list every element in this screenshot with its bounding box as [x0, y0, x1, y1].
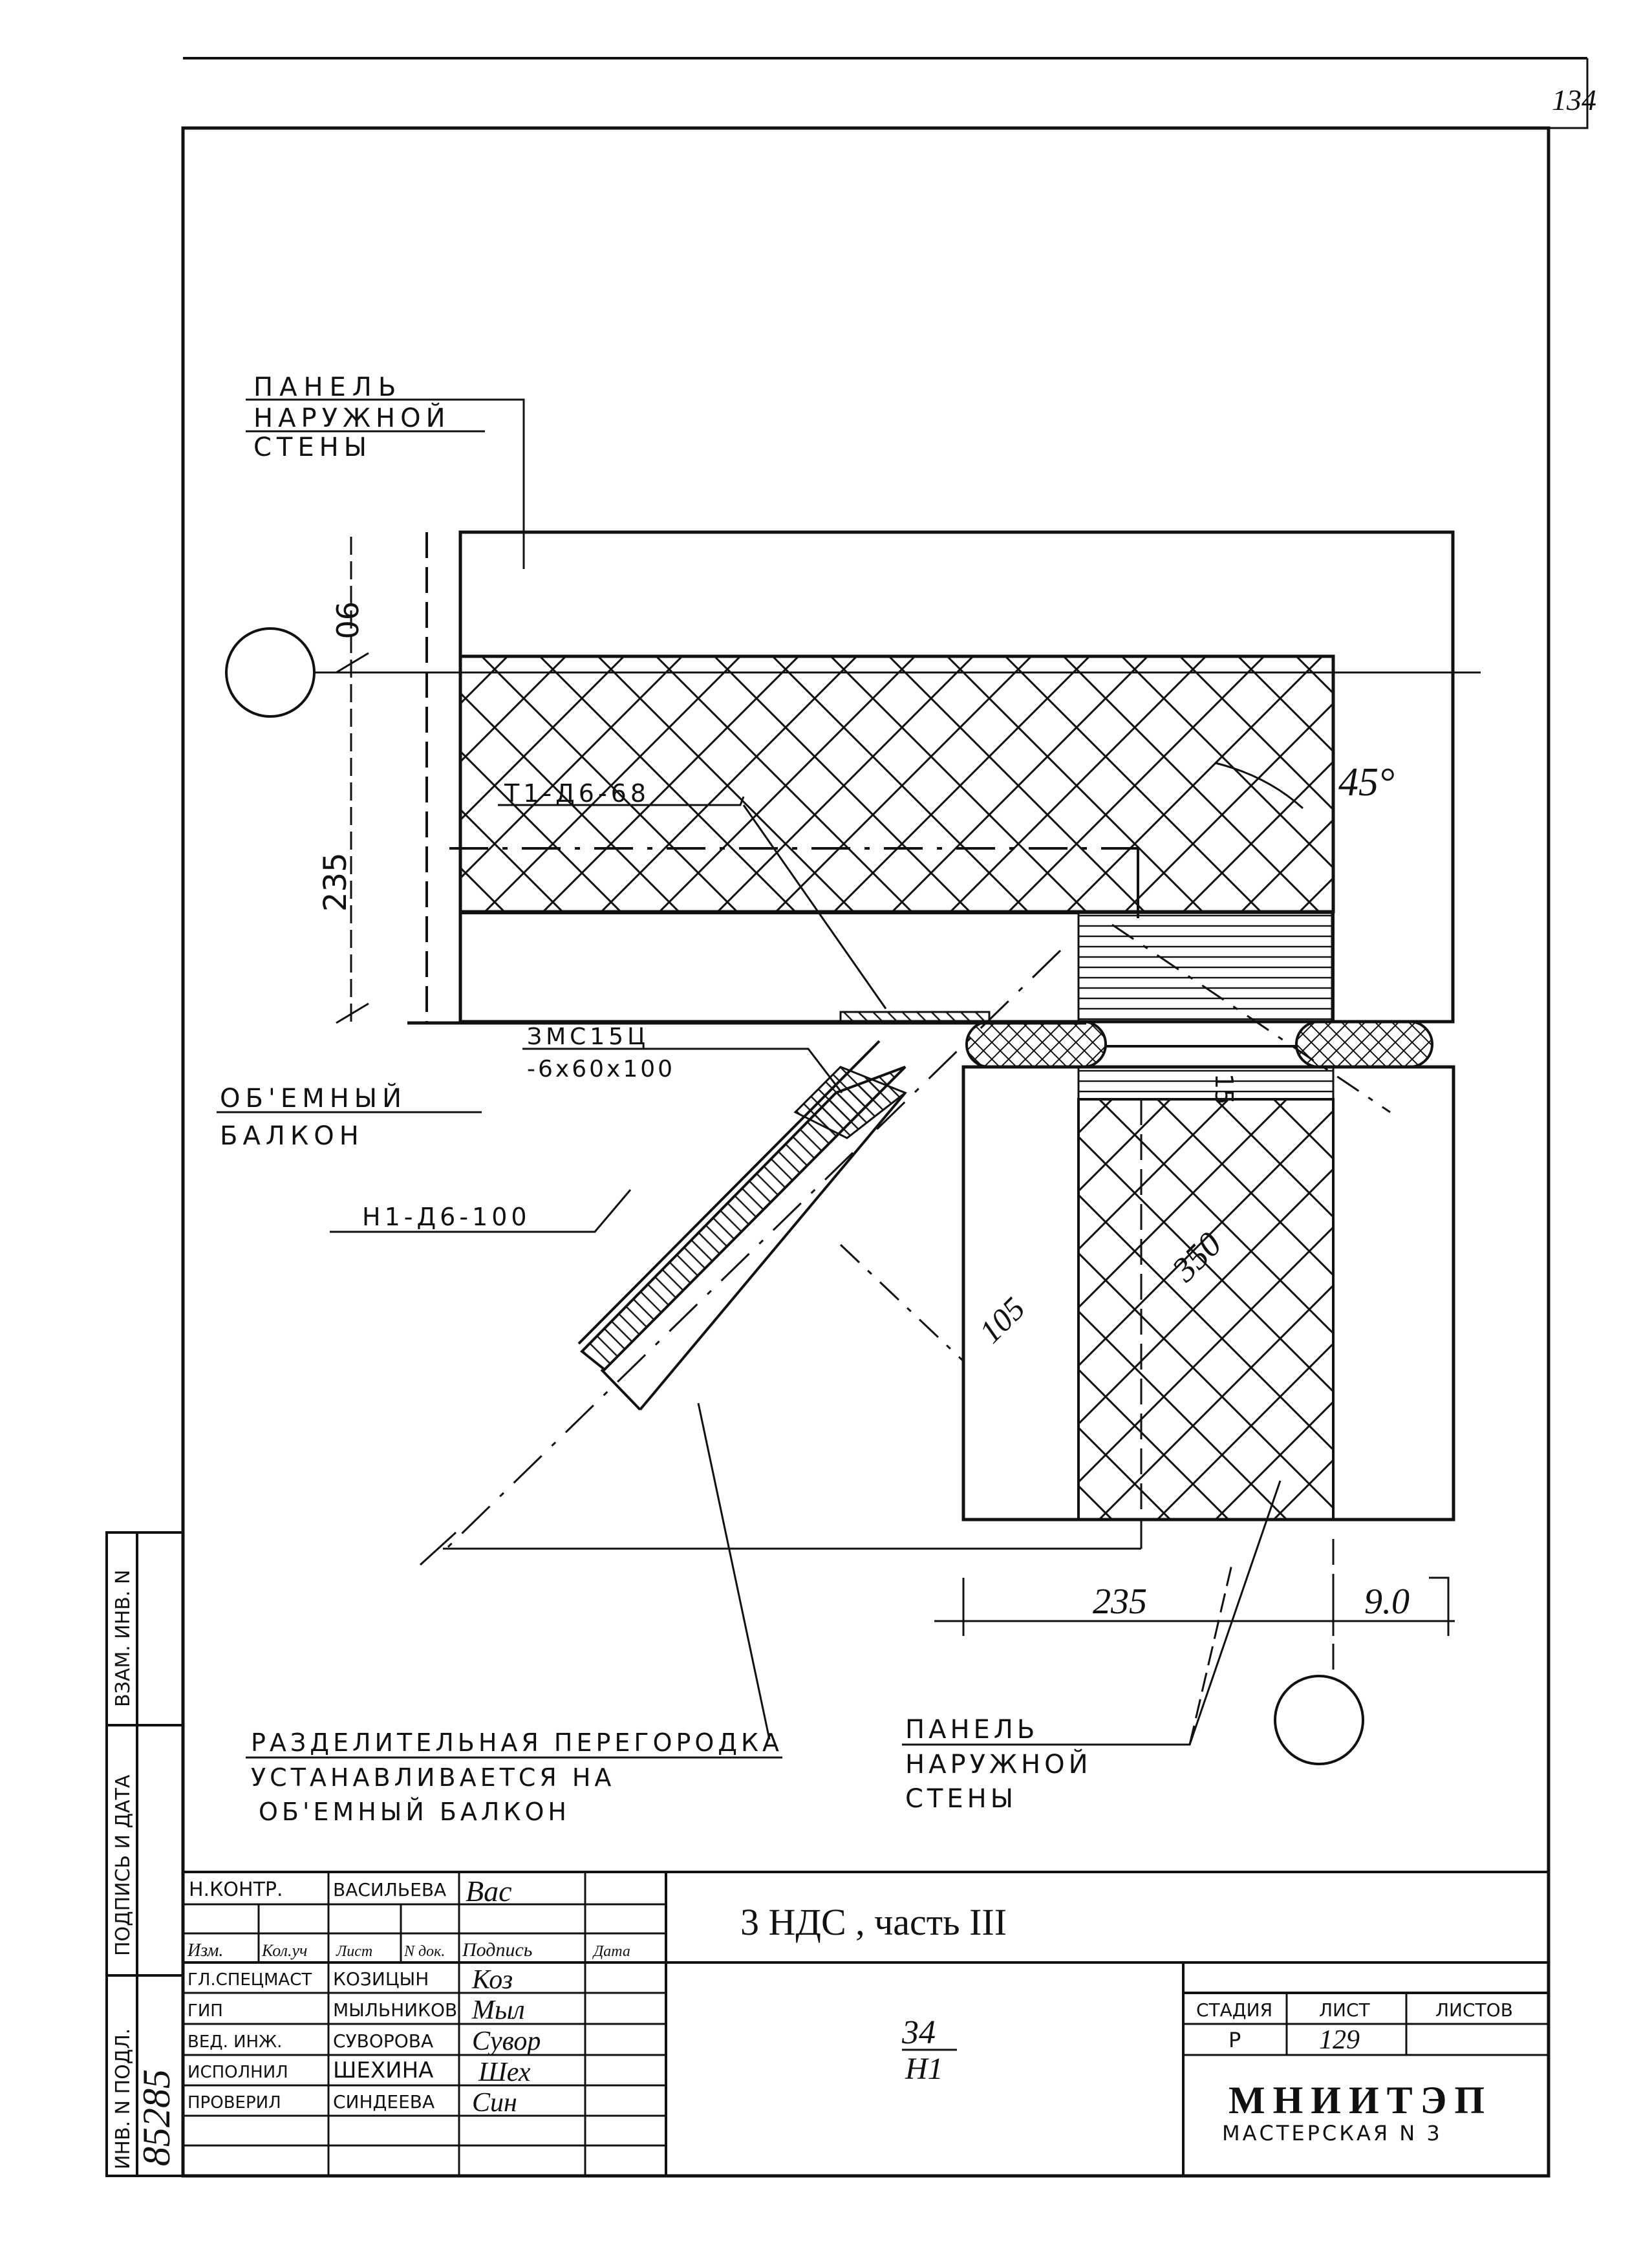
side-stamp-vzam: ВЗАМ. ИНВ. N — [112, 1570, 134, 1707]
dim-left-235: 235 — [317, 852, 354, 912]
signature-table: Н.КОНТР. ВАСИЛЬЕВА Вас Изм. Кол.уч Лист … — [187, 1875, 630, 2118]
sheet-label: ЛИСТ — [1319, 1999, 1371, 2021]
label-panel-top-3: СТЕНЫ — [253, 433, 372, 462]
label-panel-bottom-1: ПАНЕЛЬ — [905, 1715, 1038, 1745]
sig-mark-3: Сувор — [472, 2027, 541, 2056]
label-panel-bottom-3: СТЕНЫ — [905, 1784, 1017, 1814]
org-name: МНИИТЭП — [1228, 2079, 1492, 2122]
label-rebar-h1: Н1-Д6-100 — [362, 1203, 531, 1231]
sig-role-4: ИСПОЛНИЛ — [188, 2063, 288, 2082]
label-plate-2: -6х60х100 — [527, 1056, 675, 1082]
side-stamp-value: 85285 — [135, 2069, 178, 2166]
sheet-value: 129 — [1319, 2025, 1360, 2055]
label-panel-top-2: НАРУЖНОЙ — [253, 402, 451, 433]
label-plate-1: ЗМС15Ц — [527, 1024, 649, 1050]
sig-name-5: СИНДЕЕВА — [333, 2091, 434, 2113]
seal-left — [965, 1020, 1107, 1068]
upper-joint-block — [1077, 912, 1333, 1023]
title-block — [182, 1871, 1550, 2177]
org-sub: МАСТЕРСКАЯ N 3 — [1222, 2121, 1443, 2145]
label-partition-1: РАЗДЕЛИТЕЛЬНАЯ ПЕРЕГОРОДКА — [251, 1728, 783, 1757]
axis-marker-top — [225, 627, 316, 718]
partition-assembly — [580, 1066, 906, 1371]
sig-mark-4: Шех — [478, 2058, 531, 2087]
label-panel-top-1: ПАНЕЛЬ — [253, 372, 402, 402]
sig-name-3: СУВОРОВА — [333, 2030, 433, 2052]
col-izm: Изм. — [187, 1941, 223, 1961]
stage-value: Р — [1228, 2028, 1241, 2052]
label-balcony-1: ОБ'ЕМНЫЙ — [220, 1082, 407, 1113]
dim-105: 105 — [972, 1290, 1032, 1350]
sheet-code-bottom: Н1 — [905, 2052, 943, 2086]
dim-15: 15 — [1210, 1073, 1238, 1104]
sig-role-5: ПРОВЕРИЛ — [188, 2093, 281, 2113]
side-stamp-signature-date: ПОДПИСЬ И ДАТА — [112, 1774, 134, 1956]
project-title: 3 НДС , часть III — [740, 1901, 1007, 1943]
sig-name-1: КОЗИЦЫН — [333, 1968, 429, 1990]
lower-insulation — [1077, 1098, 1335, 1521]
col-ndok: N док. — [403, 1943, 445, 1960]
dim-bottom-235: 235 — [1093, 1582, 1147, 1622]
upper-insulation — [458, 654, 1335, 914]
sig-mark-2: Мыл — [471, 1995, 525, 2025]
sig-name-4: ШЕХИНА — [333, 2058, 433, 2083]
dim-top-90: 90 — [329, 601, 364, 640]
embedded-plate — [839, 1011, 991, 1023]
label-partition-3: ОБ'ЕМНЫЙ БАЛКОН — [259, 1798, 570, 1826]
dim-angle-45: 45° — [1338, 760, 1395, 804]
sig-name-0: ВАСИЛЬЕВА — [333, 1879, 446, 1900]
section-drawing — [217, 398, 1481, 1765]
sig-mark-0: Вас — [466, 1875, 512, 1908]
sig-mark-1: Коз — [471, 1965, 513, 1995]
col-data: Дата — [592, 1943, 630, 1960]
col-koluch: Кол.уч — [261, 1941, 307, 1960]
sig-name-2: МЫЛЬНИКОВ — [333, 1999, 457, 2021]
sheets-label: ЛИСТОВ — [1435, 1999, 1513, 2021]
dim-bottom-90: 9.0 — [1364, 1582, 1410, 1622]
sig-role-0: Н.КОНТР. — [189, 1878, 283, 1901]
label-balcony-2: БАЛКОН — [220, 1121, 364, 1151]
label-partition-2: УСТАНАВЛИВАЕТСЯ НА — [251, 1763, 615, 1792]
sig-role-3: ВЕД. ИНЖ. — [188, 2032, 282, 2052]
col-list: Лист — [336, 1943, 372, 1960]
axis-marker-bottom — [1274, 1675, 1364, 1765]
stage-label: СТАДИЯ — [1196, 1999, 1272, 2021]
seal-right — [1295, 1020, 1433, 1068]
side-stamp-inv-subl: ИНВ. N ПОДЛ. — [112, 2028, 134, 2169]
side-stamp — [105, 1531, 184, 2177]
drawing-labels: ПАНЕЛЬ НАРУЖНОЙ СТЕНЫ Т1-Д6-68 ЗМС15Ц -6… — [220, 372, 1092, 1826]
label-rebar-t1: Т1-Д6-68 — [504, 779, 650, 808]
page-number: 134 — [1552, 83, 1596, 116]
sig-role-1: ГЛ.СПЕЦМАСТ — [188, 1970, 312, 1990]
col-podpis: Подпись — [462, 1939, 532, 1961]
sig-role-2: ГИП — [188, 2001, 223, 2021]
sheet-code-top: 34 — [901, 2014, 936, 2051]
sig-mark-5: Син — [472, 2088, 517, 2118]
label-panel-bottom-2: НАРУЖНОЙ — [905, 1748, 1092, 1779]
